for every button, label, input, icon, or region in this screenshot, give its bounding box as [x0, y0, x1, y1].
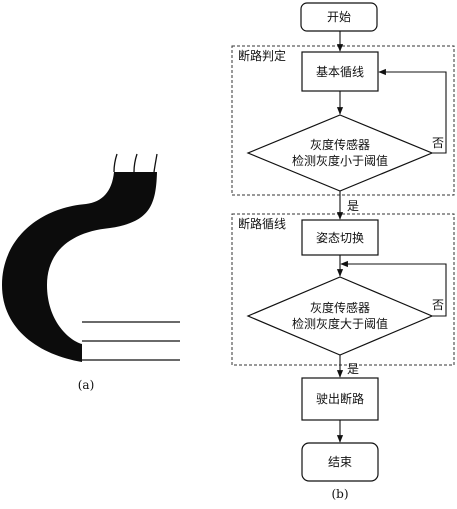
- decision-2-line-1: 灰度传感器: [310, 300, 370, 315]
- track-thin-line-3: [153, 153, 158, 173]
- track-thin-line-1: [113, 153, 118, 173]
- end-label: 结束: [328, 455, 352, 469]
- track-illustration: [2, 153, 180, 362]
- loop-decision2-no: [340, 260, 447, 317]
- posture-switch-label: 姿态切换: [316, 231, 364, 245]
- group-label-judge: 断路判定: [238, 48, 286, 63]
- start-label: 开始: [327, 10, 351, 24]
- start-node: [300, 2, 378, 32]
- caption-b: (b): [331, 487, 348, 501]
- basic-follow-label: 基本循线: [316, 65, 364, 79]
- posture-switch-node: [301, 219, 379, 256]
- exit-break-label: 驶出断路: [316, 391, 364, 406]
- branch-no-2: 否: [432, 298, 444, 312]
- track-thin-line-2: [133, 153, 138, 173]
- track-black-band: [2, 172, 157, 362]
- loop-decision1-no: [378, 68, 447, 154]
- end-node: [301, 442, 379, 482]
- decision-2-node: [246, 276, 434, 356]
- caption-a: (a): [78, 378, 95, 392]
- decision-2-line-2: 检测灰度大于阈值: [292, 316, 388, 331]
- decision-1-node: [246, 114, 434, 192]
- group-label-follow: 断路循线: [238, 216, 286, 231]
- decision-1-line-1: 灰度传感器: [310, 137, 370, 152]
- branch-yes-1: 是: [347, 199, 359, 213]
- exit-break-node: [301, 377, 379, 421]
- branch-no-1: 否: [432, 136, 444, 150]
- decision-1-line-2: 检测灰度小于阈值: [292, 153, 388, 168]
- branch-yes-2: 是: [347, 362, 359, 376]
